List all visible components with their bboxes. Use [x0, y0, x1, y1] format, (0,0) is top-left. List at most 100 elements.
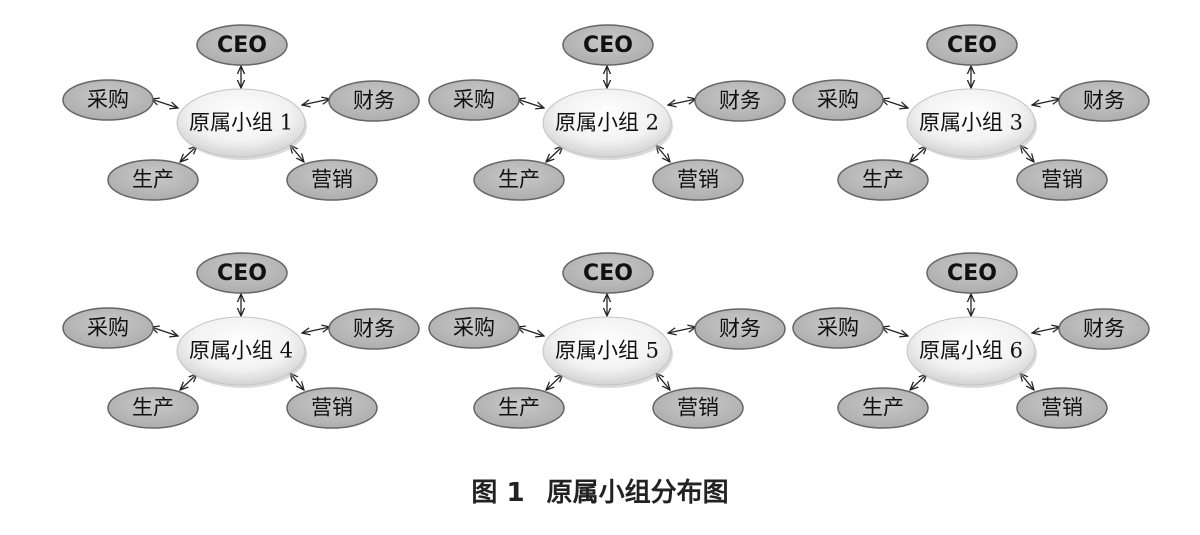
- center-group-node: [176, 316, 306, 386]
- production-node: [837, 159, 929, 201]
- marketing-connector-arrow: [656, 145, 670, 162]
- finance-label: 财务: [1083, 317, 1125, 341]
- purchasing-label: 采购: [453, 88, 495, 112]
- production-node: [473, 159, 565, 201]
- figure-title: 原属小组分布图: [546, 478, 729, 508]
- finance-label: 财务: [353, 317, 395, 341]
- marketing-connector-arrow: [656, 373, 670, 390]
- ceo-label: CEO: [583, 33, 633, 58]
- finance-connector-arrow: [668, 327, 696, 333]
- purchasing-connector-arrow: [517, 327, 544, 336]
- purchasing-connector-arrow: [881, 99, 908, 108]
- ceo-node: [926, 252, 1018, 294]
- marketing-label: 营销: [677, 396, 719, 420]
- purchasing-node: [428, 79, 520, 121]
- purchasing-node: [62, 79, 154, 121]
- center-group-label: 原属小组 5: [555, 339, 659, 363]
- purchasing-connector-arrow: [151, 99, 178, 108]
- marketing-connector-arrow: [1020, 373, 1034, 390]
- production-node: [473, 387, 565, 429]
- marketing-node: [652, 387, 744, 429]
- purchasing-node: [792, 307, 884, 349]
- production-connector-arrow: [910, 374, 927, 390]
- purchasing-label: 采购: [87, 88, 129, 112]
- figure-caption: 图 1 原属小组分布图: [0, 472, 1200, 509]
- marketing-label: 营销: [1041, 396, 1083, 420]
- finance-label: 财务: [719, 89, 761, 113]
- center-group-label: 原属小组 4: [189, 339, 293, 363]
- finance-label: 财务: [1083, 89, 1125, 113]
- group-distribution-diagram: CEO采购财务生产营销原属小组 1CEO采购财务生产营销原属小组 2CEO采购财…: [62, 24, 1150, 429]
- production-node: [107, 387, 199, 429]
- finance-connector-arrow: [1032, 327, 1060, 333]
- ceo-label: CEO: [947, 261, 997, 286]
- marketing-node: [286, 387, 378, 429]
- production-connector-arrow: [546, 146, 563, 162]
- purchasing-node: [62, 307, 154, 349]
- finance-label: 财务: [353, 89, 395, 113]
- ceo-node: [926, 24, 1018, 66]
- center-group-node: [542, 316, 672, 386]
- center-group-label: 原属小组 6: [919, 339, 1023, 363]
- purchasing-node: [792, 79, 884, 121]
- production-connector-arrow: [910, 146, 927, 162]
- marketing-connector-arrow: [1020, 145, 1034, 162]
- finance-connector-arrow: [668, 99, 696, 105]
- ceo-label: CEO: [583, 261, 633, 286]
- purchasing-label: 采购: [87, 316, 129, 340]
- finance-node: [694, 308, 786, 350]
- production-label: 生产: [862, 396, 904, 420]
- ceo-label: CEO: [217, 261, 267, 286]
- finance-node: [1058, 308, 1150, 350]
- ceo-node: [562, 252, 654, 294]
- center-group-label: 原属小组 3: [919, 111, 1023, 135]
- purchasing-label: 采购: [817, 88, 859, 112]
- production-connector-arrow: [180, 374, 197, 390]
- purchasing-connector-arrow: [881, 327, 908, 336]
- production-label: 生产: [132, 396, 174, 420]
- production-connector-arrow: [180, 146, 197, 162]
- figure-number: 图 1: [471, 478, 525, 508]
- purchasing-label: 采购: [453, 316, 495, 340]
- ceo-label: CEO: [217, 33, 267, 58]
- marketing-label: 营销: [1041, 168, 1083, 192]
- group-diagram-3: CEO采购财务生产营销原属小组 3: [792, 24, 1150, 201]
- finance-connector-arrow: [1032, 99, 1060, 105]
- purchasing-connector-arrow: [151, 327, 178, 336]
- finance-connector-arrow: [302, 99, 330, 105]
- purchasing-label: 采购: [817, 316, 859, 340]
- production-node: [837, 387, 929, 429]
- marketing-label: 营销: [311, 396, 353, 420]
- marketing-node: [652, 159, 744, 201]
- marketing-label: 营销: [677, 168, 719, 192]
- finance-node: [328, 308, 420, 350]
- production-label: 生产: [498, 396, 540, 420]
- marketing-connector-arrow: [290, 145, 304, 162]
- center-group-label: 原属小组 2: [555, 111, 659, 135]
- production-label: 生产: [132, 168, 174, 192]
- center-group-label: 原属小组 1: [189, 111, 293, 135]
- center-group-node: [906, 88, 1036, 158]
- production-node: [107, 159, 199, 201]
- marketing-node: [1016, 159, 1108, 201]
- production-connector-arrow: [546, 374, 563, 390]
- ceo-node: [196, 252, 288, 294]
- purchasing-node: [428, 307, 520, 349]
- center-group-node: [176, 88, 306, 158]
- finance-connector-arrow: [302, 327, 330, 333]
- marketing-node: [1016, 387, 1108, 429]
- purchasing-connector-arrow: [517, 99, 544, 108]
- ceo-node: [562, 24, 654, 66]
- marketing-node: [286, 159, 378, 201]
- ceo-node: [196, 24, 288, 66]
- production-label: 生产: [498, 168, 540, 192]
- marketing-connector-arrow: [290, 373, 304, 390]
- center-group-node: [906, 316, 1036, 386]
- marketing-label: 营销: [311, 168, 353, 192]
- finance-label: 财务: [719, 317, 761, 341]
- production-label: 生产: [862, 168, 904, 192]
